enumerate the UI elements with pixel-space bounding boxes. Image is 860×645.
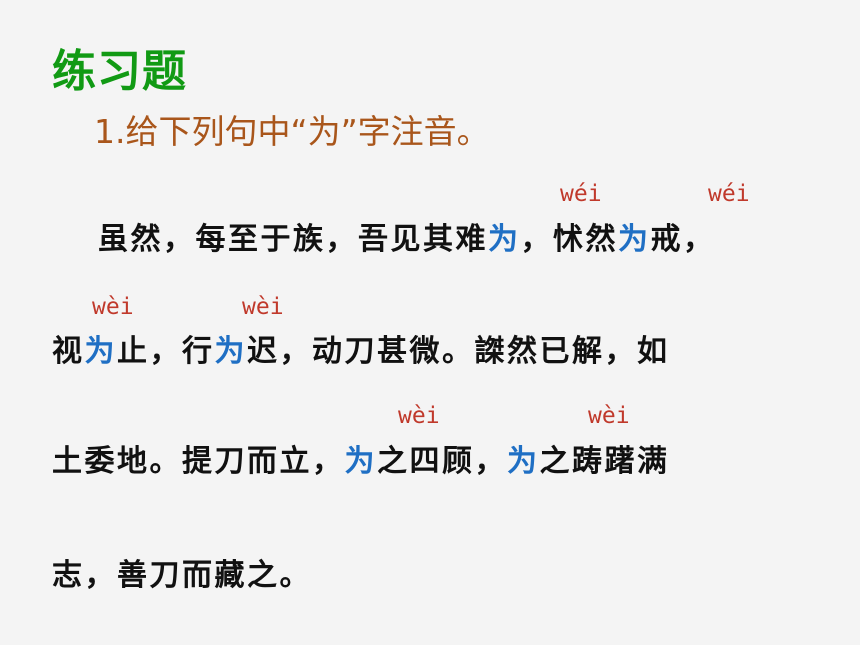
text-segment: 虽然，每至于族，吾见其难 xyxy=(98,222,488,257)
passage-line-3: 土委地。提刀而立，为之四顾，为之踌躇满 xyxy=(52,442,670,482)
text-segment: 志，善刀而藏之。 xyxy=(52,558,312,593)
highlighted-char: 为 xyxy=(214,334,247,369)
highlighted-char: 为 xyxy=(618,222,651,257)
highlighted-char: 为 xyxy=(344,444,377,479)
text-segment: 止，行 xyxy=(117,334,215,369)
text-segment: 视 xyxy=(52,334,85,369)
text-segment: ，怵然 xyxy=(520,222,618,257)
pinyin-annotation: wèi xyxy=(92,294,134,320)
exercise-title: 练习题 xyxy=(52,46,187,97)
highlighted-char: 为 xyxy=(507,444,540,479)
pinyin-annotation: wèi xyxy=(242,294,284,320)
text-segment: 戒， xyxy=(650,222,716,257)
passage-line-1: 虽然，每至于族，吾见其难为，怵然为戒， xyxy=(98,220,716,260)
text-segment: 土委地。提刀而立， xyxy=(52,444,345,479)
passage-line-2: 视为止，行为迟，动刀甚微。謋然已解，如 xyxy=(52,332,670,372)
pinyin-annotation: wèi xyxy=(588,403,630,429)
highlighted-char: 为 xyxy=(84,334,117,369)
text-segment: 迟，动刀甚微。謋然已解，如 xyxy=(247,334,670,369)
pinyin-annotation: wéi xyxy=(708,181,750,207)
question-prompt: 1.给下列句中“为”字注音。 xyxy=(94,112,490,151)
pinyin-annotation: wéi xyxy=(560,181,602,207)
passage-line-4: 志，善刀而藏之。 xyxy=(52,556,312,596)
text-segment: 之四顾， xyxy=(377,444,507,479)
highlighted-char: 为 xyxy=(488,222,521,257)
text-segment: 之踌躇满 xyxy=(539,444,670,479)
pinyin-annotation: wèi xyxy=(398,403,440,429)
